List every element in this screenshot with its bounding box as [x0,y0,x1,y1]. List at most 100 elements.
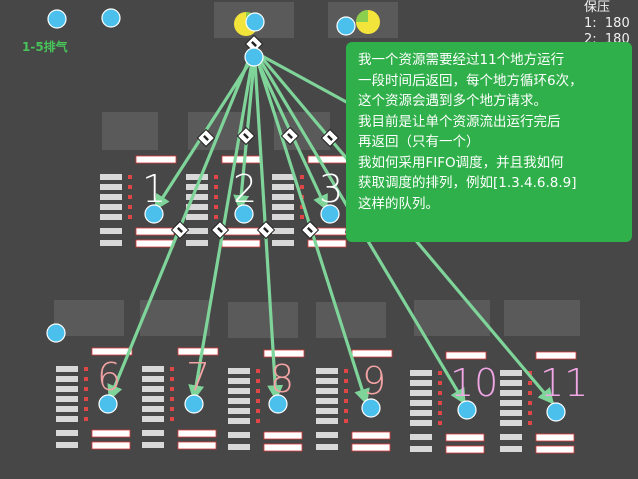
detail-mark [228,378,250,384]
question-callout: 我一个资源需要经过11个地方运行 一段时间后返回，每个地方循环6次， 这个资源会… [346,42,632,242]
node-station-8[interactable] [268,394,288,414]
callout-line-2: 一段时间后返回，每个地方循环6次， [358,72,583,89]
detail-mark [256,409,260,413]
node-station-1[interactable] [144,204,164,224]
detail-mark [128,215,132,219]
diamond-valve-icon [196,128,216,148]
callout-line-3: 这个资源会遇到多个地方请求。 [358,93,547,109]
detail-mark [142,386,164,392]
node-top-gauge[interactable] [245,12,265,32]
detail-mark [186,204,208,210]
detail-mark [410,380,432,386]
detail-mark [256,419,260,423]
node-station-6[interactable] [98,394,118,414]
detail-mark [272,214,294,220]
detail-mark [135,155,177,164]
station-label-8: 8 [270,357,295,401]
node-station-3[interactable] [320,204,340,224]
detail-mark [170,387,174,391]
nodes [46,8,566,422]
node-station-2[interactable] [234,204,254,224]
callout-line-8: 这样的队列。 [358,195,439,212]
detail-mark [170,367,174,371]
detail-mark [135,227,175,236]
diamond-valve-icon [210,220,230,240]
pressure-title: 保压 [584,0,611,15]
detail-mark [344,389,348,393]
detail-mark [256,389,260,393]
arrow-hub-to-callout [260,54,352,106]
detail-mark [263,349,305,358]
detail-mark [316,432,338,438]
detail-mark [56,430,78,436]
detail-mark [500,420,522,426]
callout-line-4: 我目前是让单个资源流出运行完后 [358,113,561,130]
node-station-11[interactable] [546,402,566,422]
detail-mark [528,391,532,395]
detail-mark [91,347,133,356]
detail-mark [142,430,164,436]
hub-node-icon[interactable] [244,47,264,67]
detail-mark [344,409,348,413]
detail-mark [228,444,250,450]
station-panel-7 [140,300,210,336]
detail-mark [272,194,294,200]
station-detail-blocks [56,155,577,454]
detail-mark [528,401,532,405]
node-top-right[interactable] [336,16,356,36]
detail-mark [344,419,348,423]
detail-mark [528,381,532,385]
detail-mark [128,185,132,189]
detail-mark [142,366,164,372]
pressure-panel: 保压 1: 180 2: 180 [584,0,630,48]
detail-mark [135,239,175,248]
diamond-valve-icon [170,220,190,240]
diamond-valve-icon [244,34,264,54]
detail-mark [410,400,432,406]
detail-mark [307,239,347,248]
detail-mark [500,400,522,406]
detail-mark [445,351,487,360]
detail-mark [84,367,88,371]
detail-mark [438,371,442,375]
detail-mark [410,410,432,416]
node-station-10[interactable] [457,400,477,420]
station-panel-8 [228,302,298,338]
detail-mark [316,444,338,450]
detail-mark [214,205,218,209]
detail-mark [316,368,338,374]
node-station-7[interactable] [184,394,204,414]
node-left-mid[interactable] [46,323,66,343]
diamond-valve-icon [320,128,340,148]
detail-mark [221,155,263,164]
node-top-left-2[interactable] [101,8,121,28]
detail-mark [500,380,522,386]
node-top-left-1[interactable] [47,9,67,29]
detail-mark [272,228,294,234]
detail-mark [228,388,250,394]
station-panel-6 [54,300,124,336]
detail-mark [316,398,338,404]
detail-mark [186,228,208,234]
detail-mark [410,446,432,452]
node-station-9[interactable] [361,398,381,418]
detail-mark [186,214,208,220]
detail-mark [170,397,174,401]
detail-mark [177,347,219,356]
detail-mark [438,391,442,395]
detail-mark [56,376,78,382]
detail-mark [128,175,132,179]
station-label-3: 3 [319,167,344,211]
detail-mark [100,184,122,190]
diamond-valve-icon [300,220,320,240]
detail-mark [177,441,217,450]
callout-line-6: 我如何采用FIFO调度，并且我如何 [358,154,564,171]
detail-mark [214,175,218,179]
detail-mark [214,195,218,199]
detail-mark [445,433,485,442]
detail-mark [56,386,78,392]
detail-mark [228,398,250,404]
detail-mark [56,406,78,412]
